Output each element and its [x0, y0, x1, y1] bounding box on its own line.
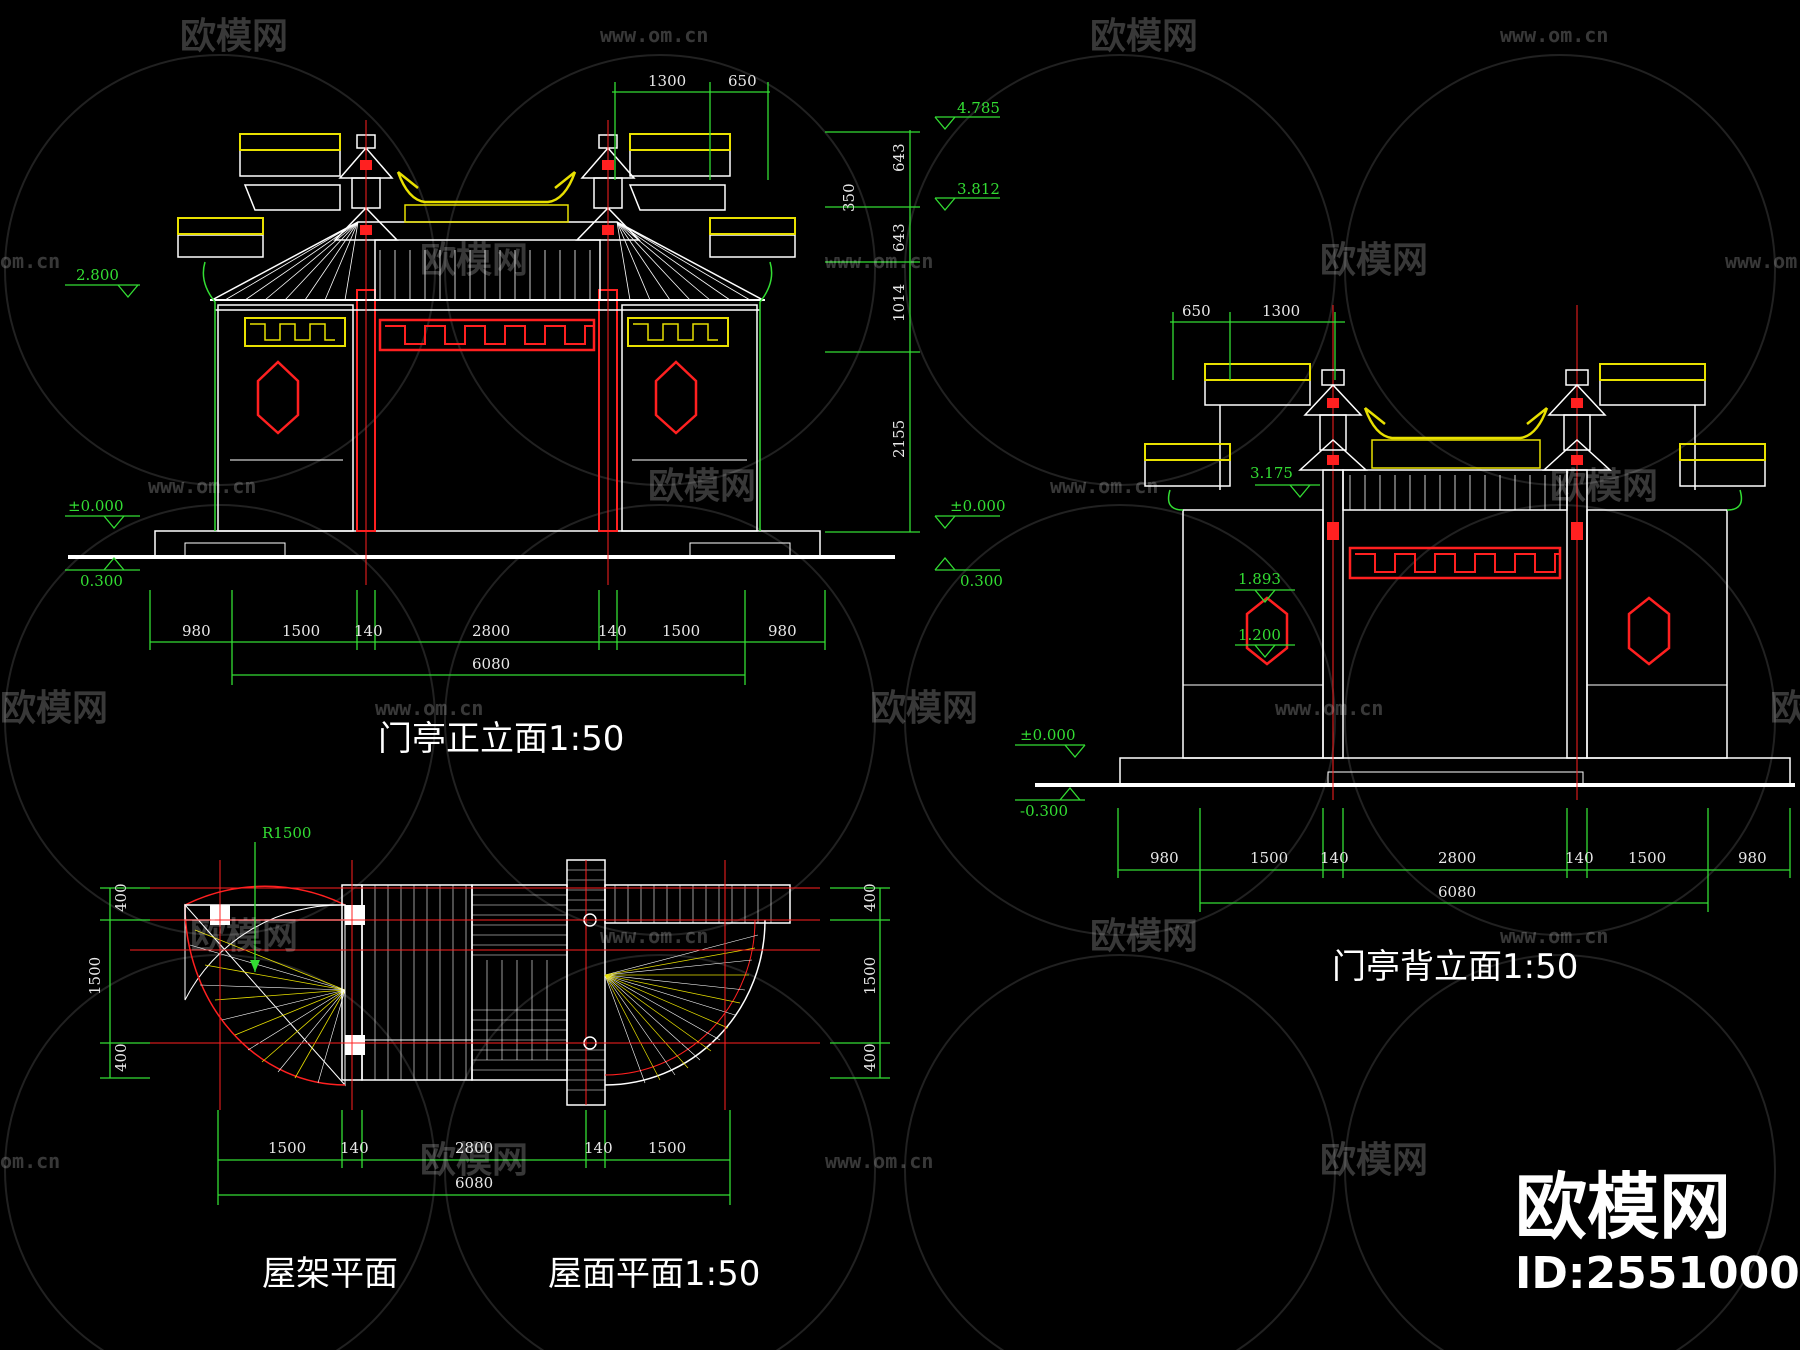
level-label: 4.785 — [957, 99, 1000, 117]
brand-id: ID:2551000 — [1515, 1248, 1800, 1299]
bottom-dim: 2800 — [472, 622, 510, 640]
front-right-dim: 350 — [840, 183, 858, 212]
front-top-dims: 1300 650 — [648, 72, 757, 90]
watermark-logo: 欧模网 — [1320, 1140, 1428, 1181]
front-right-dim: 1014 — [890, 284, 908, 322]
radius-label: R1500 — [262, 824, 311, 842]
level-label: ±0.000 — [68, 497, 124, 515]
back-elevation: 650 1300 3.175 1.893 1.200 ±0.000 -0.300… — [1015, 302, 1795, 987]
bottom-dim: 140 — [598, 622, 627, 640]
back-top-dim: 1300 — [1262, 302, 1300, 320]
bottom-dim: 1500 — [1250, 849, 1288, 867]
bottom-dim: 140 — [354, 622, 383, 640]
level-label: 3.175 — [1250, 464, 1293, 482]
plan-right-dim: 400 — [861, 883, 879, 912]
plan-bottom-dim: 140 — [584, 1139, 613, 1157]
brand-badge: 欧模网 ID:2551000 — [1515, 1165, 1800, 1299]
watermark-logo: 欧模网 — [190, 916, 298, 957]
watermark-url-short: om.cn — [0, 1149, 60, 1173]
watermark-url: www.om.cn — [825, 249, 933, 273]
bottom-dim: 140 — [1320, 849, 1349, 867]
plan-drawings: R1500 400 1500 400 400 1500 400 1500 140… — [86, 824, 890, 1294]
bottom-dim: 1500 — [1628, 849, 1666, 867]
front-right-dim: 643 — [890, 223, 908, 252]
watermark-logo: 欧模网 — [420, 240, 528, 281]
watermark-url: www.om.cn — [600, 23, 708, 47]
level-label: 0.300 — [960, 572, 1003, 590]
level-label: 1.200 — [1238, 626, 1281, 644]
watermark-url-short: om.cn — [0, 249, 60, 273]
watermark-url: www.om.cn — [825, 1149, 933, 1173]
watermark-logo: 欧模网 — [1550, 466, 1658, 507]
watermark-url: www.om.cn — [1725, 249, 1800, 273]
front-elevation: 1300 650 643 350 643 1014 2155 4.785 3.8… — [65, 72, 1006, 759]
roof-plan-title: 屋面平面1:50 — [548, 1254, 760, 1294]
level-label: ±0.000 — [950, 497, 1006, 515]
watermark-logo: 欧模网 — [1320, 240, 1428, 281]
plan-left-dim: 400 — [112, 1043, 130, 1072]
front-right-dim: 643 — [890, 143, 908, 172]
watermark-logo: 欧模网 — [420, 1140, 528, 1181]
bottom-dim: 140 — [1565, 849, 1594, 867]
front-top-dim: 1300 — [648, 72, 686, 90]
total-dim: 6080 — [472, 655, 510, 673]
plan-total-dim: 6080 — [455, 1174, 493, 1192]
watermark-logo: 欧模网 — [0, 688, 108, 729]
level-label: ±0.000 — [1020, 726, 1076, 744]
plan-bottom-dim: 1500 — [648, 1139, 686, 1157]
plan-bottom-dim: 140 — [340, 1139, 369, 1157]
back-top-dim: 650 — [1182, 302, 1211, 320]
front-right-dim: 2155 — [890, 420, 908, 458]
level-label: 3.812 — [957, 180, 1000, 198]
watermark-url: www.om.cn — [375, 696, 483, 720]
level-label: -0.300 — [1020, 802, 1068, 820]
plan-right-dim: 1500 — [861, 957, 879, 995]
watermark-logo: 欧模网 — [1770, 688, 1800, 729]
watermark-logo: 欧模网 — [1090, 916, 1198, 957]
front-right-dims: 643 350 643 1014 2155 — [840, 143, 908, 458]
bottom-dim: 1500 — [662, 622, 700, 640]
brand-name: 欧模网 — [1515, 1165, 1731, 1249]
watermark-logo: 欧模网 — [870, 688, 978, 729]
watermark-url: www.om.cn — [600, 924, 708, 948]
watermark-url: www.om.cn — [1500, 23, 1608, 47]
watermark-url: www.om.cn — [1050, 474, 1158, 498]
bottom-dim: 980 — [1150, 849, 1179, 867]
bottom-dim: 980 — [1738, 849, 1767, 867]
plan-bottom-dim: 2800 — [455, 1139, 493, 1157]
level-label: 0.300 — [80, 572, 123, 590]
plan-left-dim: 1500 — [86, 957, 104, 995]
bottom-dim: 980 — [182, 622, 211, 640]
back-elevation-title: 门亭背立面1:50 — [1332, 947, 1578, 987]
front-top-dim: 650 — [728, 72, 757, 90]
plan-left-dim: 400 — [112, 883, 130, 912]
watermark-url: www.om.cn — [148, 474, 256, 498]
plan-right-dim: 400 — [861, 1043, 879, 1072]
bottom-dim: 980 — [768, 622, 797, 640]
watermarks: 欧模网 欧模网 欧模网 欧模网 欧模网 欧模网 欧模网 欧模网 欧模网 欧模网 … — [0, 16, 1800, 1181]
front-elevation-title: 门亭正立面1:50 — [378, 719, 624, 759]
total-dim: 6080 — [1438, 883, 1476, 901]
watermark-url: www.om.cn — [1500, 924, 1608, 948]
watermark-url: www.om.cn — [1275, 696, 1383, 720]
bottom-dim: 2800 — [1438, 849, 1476, 867]
plan-bottom-dim: 1500 — [268, 1139, 306, 1157]
level-label: 2.800 — [76, 266, 119, 284]
watermark-logo: 欧模网 — [648, 466, 756, 507]
frame-plan-title: 屋架平面 — [262, 1254, 398, 1294]
watermark-logo: 欧模网 — [1090, 16, 1198, 57]
watermark-logo: 欧模网 — [180, 16, 288, 57]
front-levels: 4.785 3.812 2.800 ±0.000 ±0.000 0.300 0.… — [68, 99, 1006, 590]
level-label: 1.893 — [1238, 570, 1281, 588]
bottom-dim: 1500 — [282, 622, 320, 640]
front-bottom-dims: 980 1500 140 2800 140 1500 980 6080 — [182, 622, 797, 673]
